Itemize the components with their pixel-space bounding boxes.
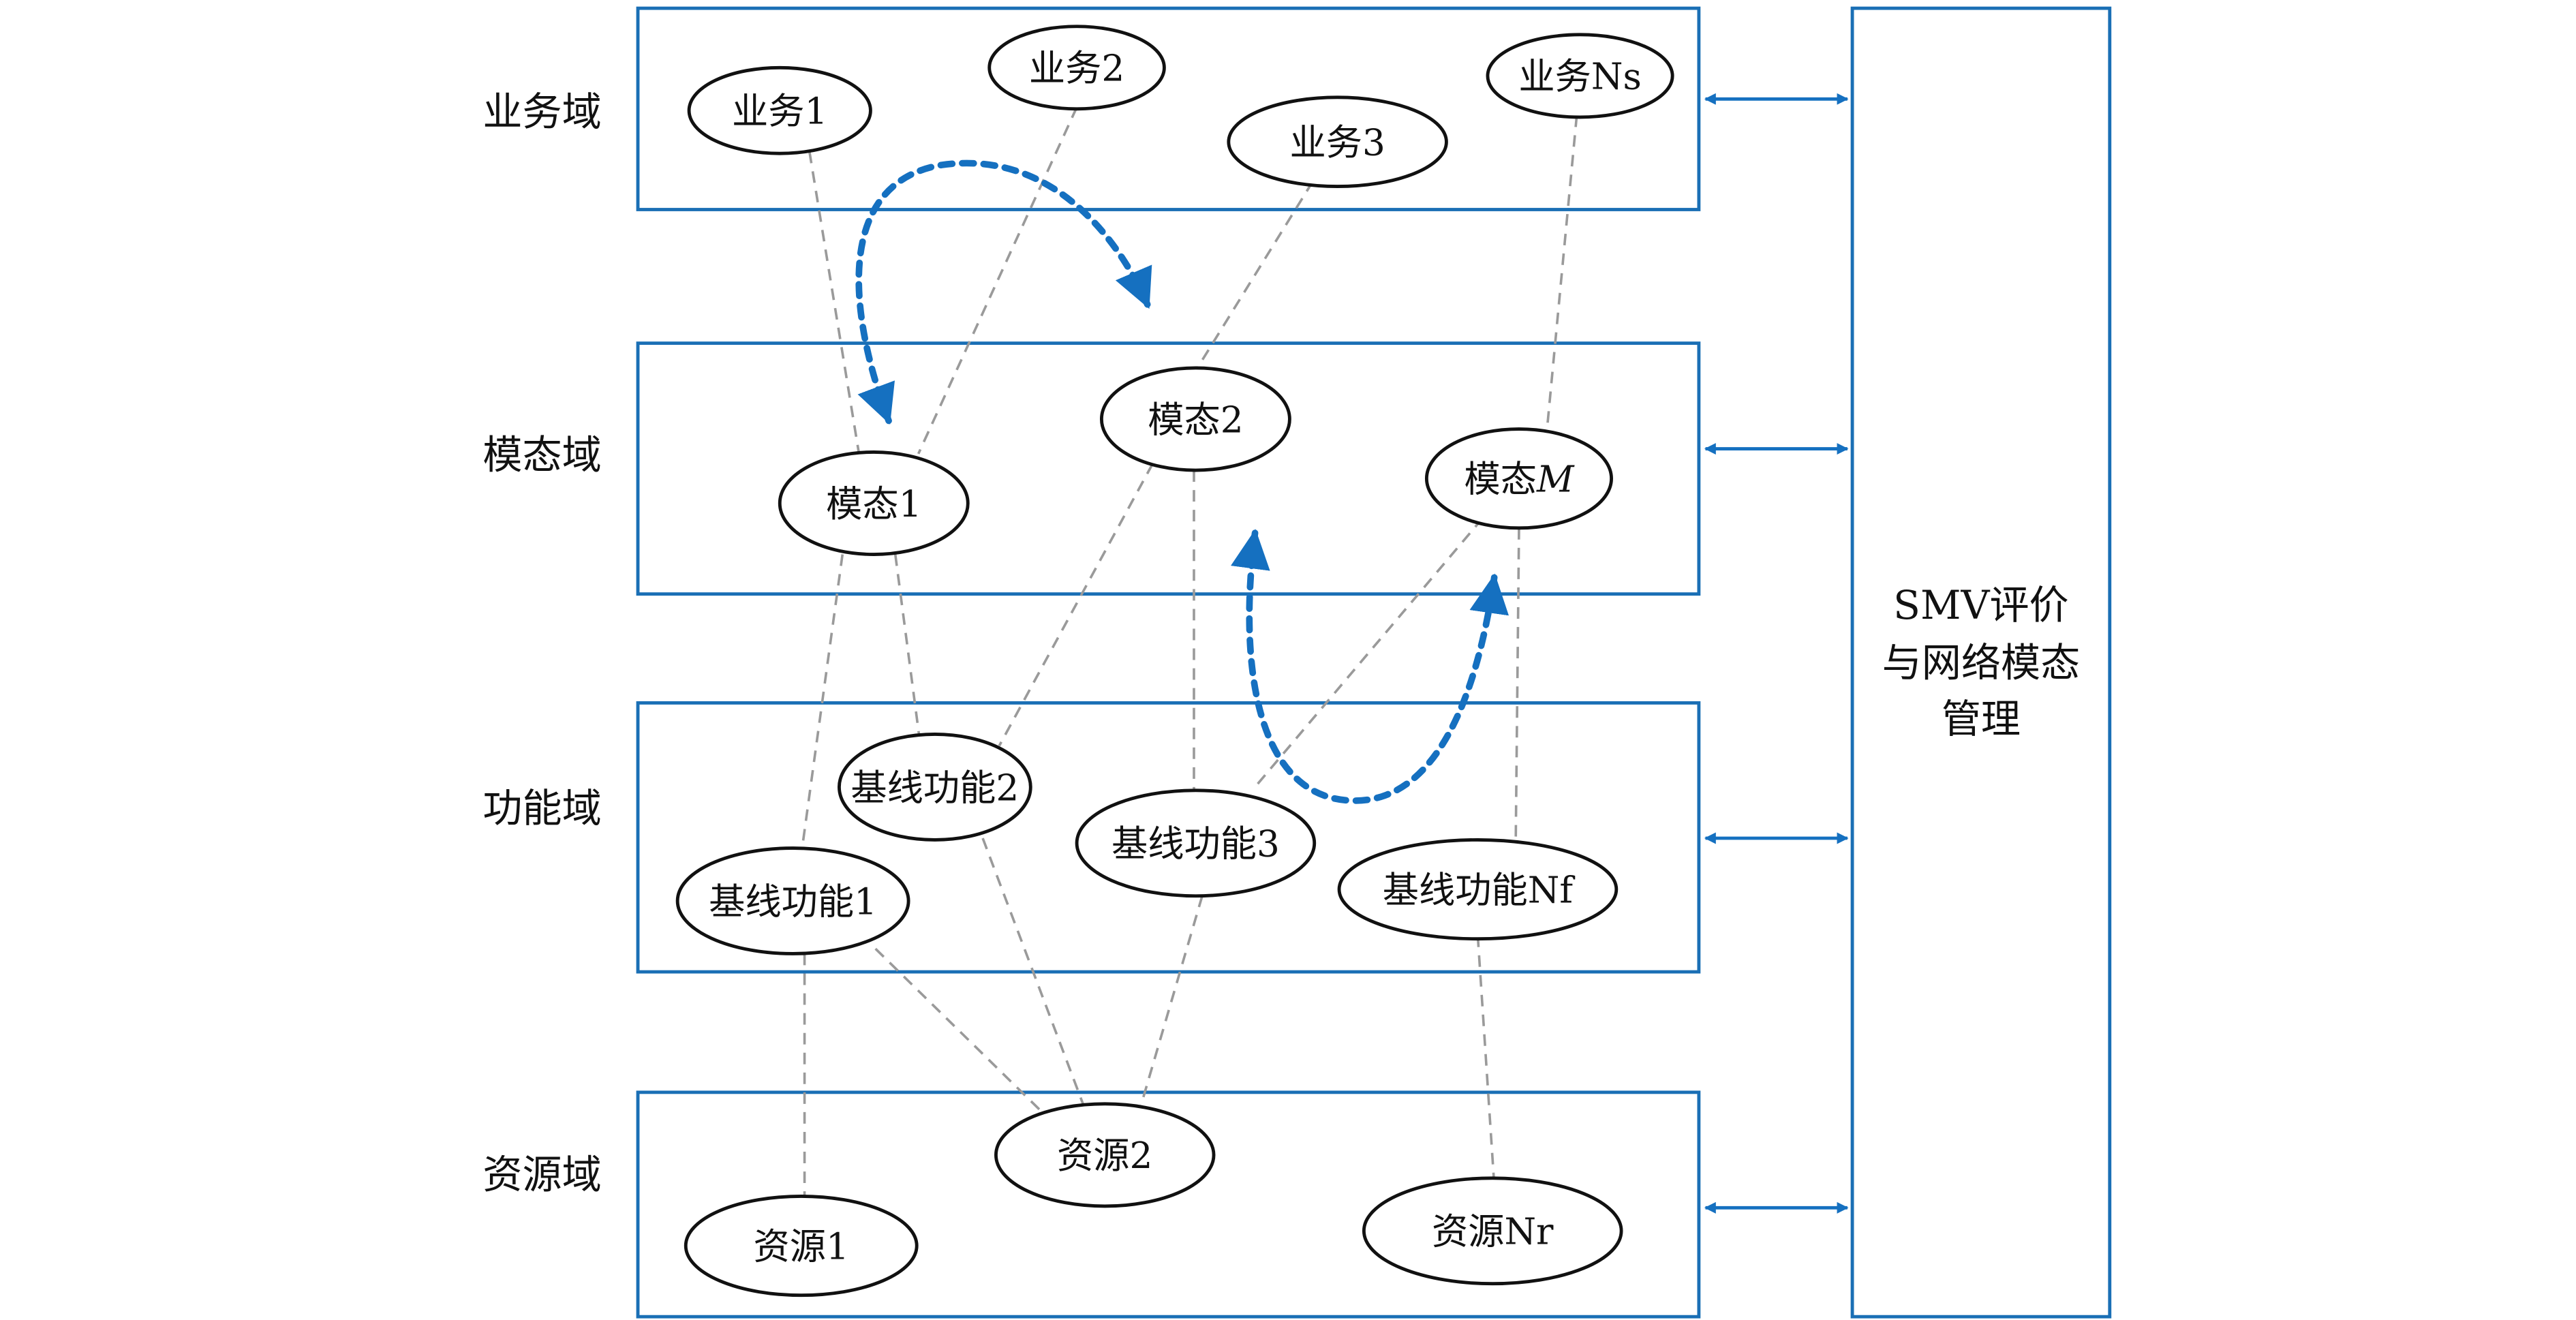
node-label: 基线功能3 — [1111, 823, 1280, 865]
node-business-3[interactable]: 业务3 — [1227, 95, 1448, 189]
business-domain-box — [636, 6, 1701, 211]
node-label: 业务1 — [732, 91, 827, 133]
mode-domain-box — [636, 341, 1701, 596]
link-fn2-res2 — [981, 838, 1088, 1114]
node-resource-2[interactable]: 资源2 — [994, 1102, 1216, 1208]
node-business-1[interactable]: 业务1 — [687, 65, 872, 155]
link-biz2-mode1 — [917, 106, 1078, 455]
node-label: 基线功能Nf — [1383, 869, 1576, 911]
node-label: 资源2 — [1057, 1135, 1152, 1177]
node-business-ns[interactable]: 业务Ns — [1486, 33, 1674, 119]
node-label: 模态1 — [826, 483, 921, 525]
node-label-prefix: 模态 — [1464, 459, 1537, 501]
dependency-links — [799, 106, 1578, 1201]
node-label: 业务2 — [1029, 48, 1124, 90]
smv-management-panel — [1850, 6, 2112, 1319]
node-label: 模态M — [1464, 459, 1575, 501]
node-mode-m[interactable]: 模态M — [1424, 427, 1613, 530]
domain-label-function: 功能域 — [482, 785, 601, 831]
node-label: 资源1 — [754, 1225, 849, 1268]
node-label-var: M — [1536, 459, 1575, 501]
node-resource-1[interactable]: 资源1 — [684, 1194, 919, 1298]
link-modeM-fn3 — [1254, 517, 1484, 788]
domain-label-resource: 资源域 — [482, 1151, 601, 1197]
node-business-2[interactable]: 业务2 — [987, 25, 1166, 111]
link-fnNf-resNr — [1476, 935, 1496, 1185]
node-label: 基线功能2 — [850, 767, 1019, 809]
flow-arrow-business-to-mode — [855, 159, 1152, 425]
link-bizNs-modeM — [1546, 115, 1578, 429]
node-label: 业务Ns — [1518, 56, 1641, 98]
node-mode-1[interactable]: 模态1 — [778, 450, 970, 556]
node-function-3[interactable]: 基线功能3 — [1075, 788, 1317, 898]
node-function-nf[interactable]: 基线功能Nf — [1337, 838, 1619, 941]
node-label: 模态2 — [1148, 399, 1243, 441]
function-domain-box — [636, 701, 1701, 974]
link-mode2-fn2 — [998, 463, 1154, 747]
panel-line-1: SMV评价 — [1893, 582, 2068, 628]
domain-label-mode: 模态域 — [482, 432, 601, 478]
link-mode1-fn2 — [893, 554, 921, 743]
node-function-2[interactable]: 基线功能2 — [837, 733, 1032, 842]
node-mode-2[interactable]: 模态2 — [1099, 366, 1291, 472]
domain-label-business: 业务域 — [482, 89, 601, 135]
flow-arrow-function-to-mode — [1231, 529, 1509, 804]
panel-line-2: 与网络模态 — [1882, 640, 2081, 686]
node-function-1[interactable]: 基线功能1 — [675, 846, 910, 955]
link-biz1-mode1 — [808, 151, 861, 455]
node-resource-nr[interactable]: 资源Nr — [1362, 1176, 1623, 1286]
node-label: 资源Nr — [1432, 1211, 1554, 1253]
node-label: 业务3 — [1289, 122, 1385, 164]
resource-domain-box — [636, 1090, 1701, 1319]
link-modeM-fnNf — [1514, 527, 1520, 845]
node-label: 基线功能1 — [709, 880, 877, 923]
link-fn3-res2 — [1138, 895, 1203, 1111]
link-mode1-fn1 — [799, 554, 844, 855]
panel-line-3: 管理 — [1942, 696, 2021, 742]
